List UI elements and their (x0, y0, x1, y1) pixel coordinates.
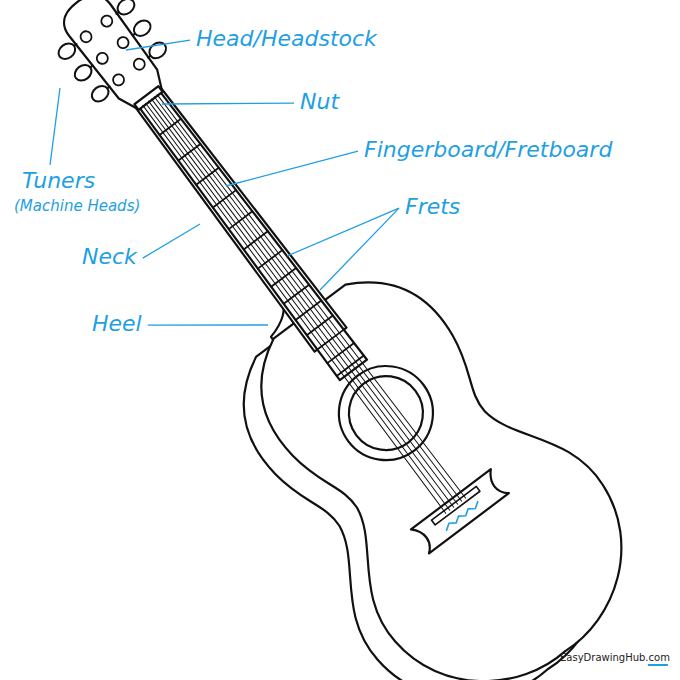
fret (317, 330, 343, 350)
part-sublabel: (Machine Heads) (14, 198, 140, 215)
part-label: Fingerboard/Fretboard (364, 138, 612, 162)
part-label: Nut (300, 90, 339, 114)
body-top (205, 233, 669, 680)
leader-line (143, 224, 200, 258)
string (144, 103, 451, 510)
part-label: Head/Headstock (196, 27, 377, 51)
string (148, 101, 454, 507)
leader-line (320, 208, 399, 290)
bridge-pins (444, 502, 480, 530)
watermark-mark (648, 664, 668, 666)
leader-line (126, 40, 190, 50)
string (140, 105, 449, 513)
leader-line (148, 324, 268, 325)
leader-line (226, 151, 358, 186)
saddle (432, 486, 480, 524)
watermark: EasyDrawingHub.com (560, 652, 670, 663)
fingerboard (136, 90, 367, 380)
fret (337, 356, 364, 376)
part-label: Heel (92, 312, 142, 336)
bridge (411, 469, 509, 553)
leader-line (50, 88, 60, 165)
part-label: Tuners (22, 169, 95, 193)
leader-line (287, 208, 399, 256)
part-label: Neck (82, 245, 137, 269)
fret (327, 343, 354, 363)
leader-line (162, 102, 294, 104)
tuner-posts (78, 13, 147, 87)
part-label: Frets (405, 195, 460, 219)
headstock (56, 0, 170, 114)
